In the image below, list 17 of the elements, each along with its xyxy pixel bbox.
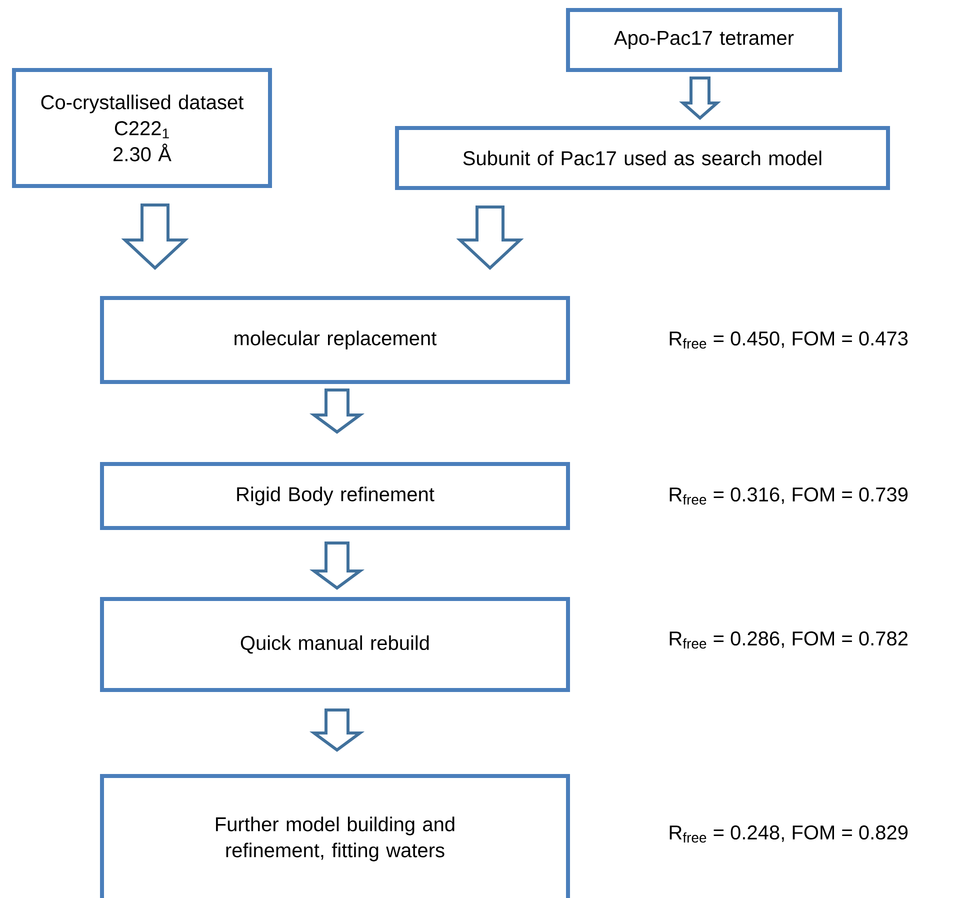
block-arrow — [309, 388, 365, 434]
process-box: Quick manual rebuild — [100, 597, 570, 692]
block-arrow — [456, 206, 524, 270]
process-box: Rigid Body refinement — [100, 462, 570, 530]
block-arrow — [309, 708, 365, 752]
process-box: Further model building and refinement, fitting waters — [100, 774, 570, 898]
block-arrow — [309, 542, 365, 590]
r-value-label: R$_{free}$ = 0.450, FOM = 0.473 — [670, 331, 908, 349]
r-value-label: R$_{free}$ = 0.286, FOM = 0.782 — [670, 631, 908, 649]
block-arrow — [679, 76, 721, 120]
block-arrow — [121, 204, 189, 270]
process-box: Co-crystallised dataset C222$_{1}$ 2.30 Å — [12, 68, 272, 188]
process-box: Subunit of Pac17 used as search model — [395, 126, 890, 190]
process-box: molecular replacement — [100, 296, 570, 384]
r-value-label: R$_{free}$ = 0.316, FOM = 0.739 — [670, 487, 908, 505]
process-box: Apo-Pac17 tetramer — [566, 8, 842, 72]
r-value-label: R$_{free}$ = 0.248, FOM = 0.829 — [670, 825, 908, 843]
